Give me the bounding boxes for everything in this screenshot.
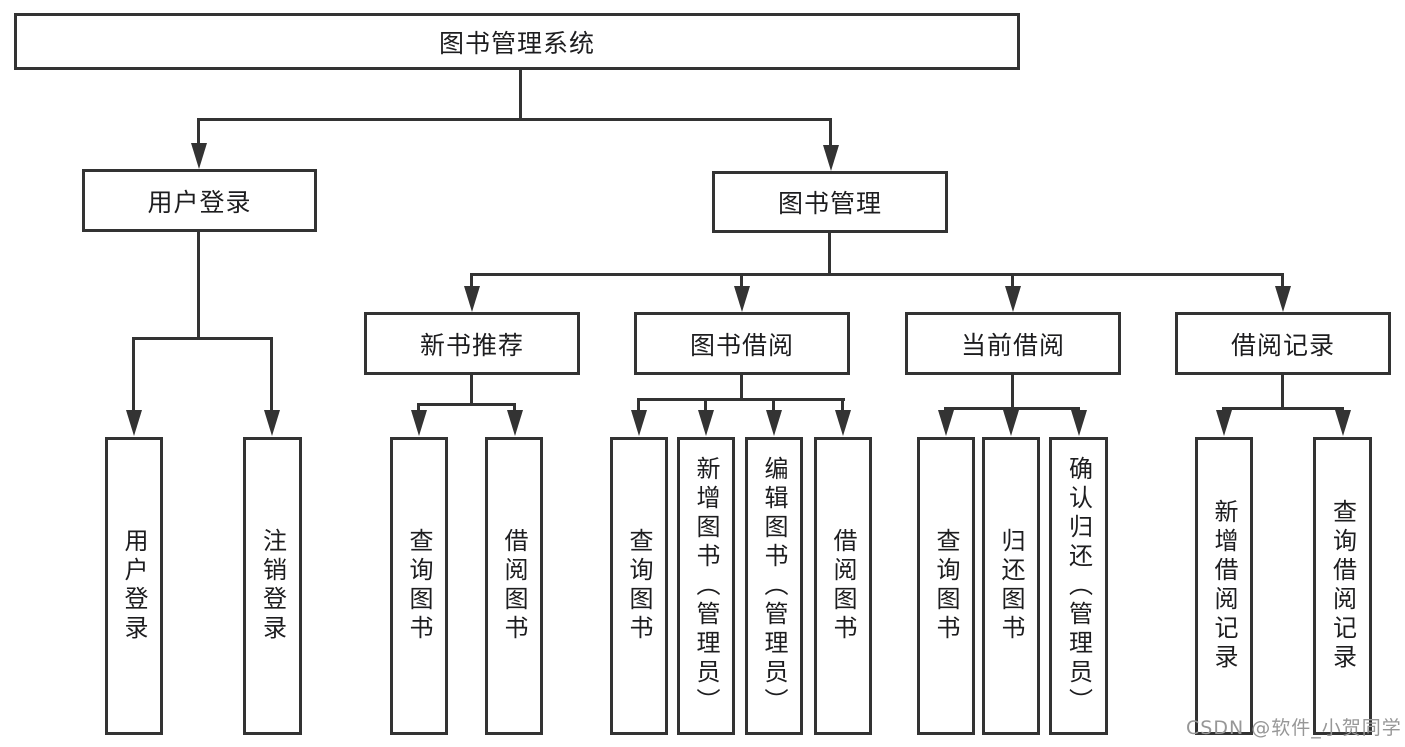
node-add-borrow-record: 新增借阅记录 xyxy=(1195,437,1253,735)
connector-line xyxy=(1011,276,1014,286)
arrow-down-icon xyxy=(1002,410,1019,436)
node-label: 图书管理系统 xyxy=(438,28,595,58)
arrow-down-icon xyxy=(765,410,782,436)
arrow-down-icon xyxy=(1070,410,1087,436)
connector-line xyxy=(197,121,200,145)
connector-line xyxy=(740,375,743,398)
arrow-down-icon xyxy=(1004,286,1021,312)
node-label: 新增借阅记录 xyxy=(1210,499,1238,673)
node-label: 确认归还（管理员） xyxy=(1064,455,1093,717)
connector-line xyxy=(637,401,640,412)
node-query-books-2: 查询图书 xyxy=(610,437,668,735)
connector-line xyxy=(637,398,845,401)
node-user-login-group: 用户登录 xyxy=(82,169,317,232)
node-logout: 注销登录 xyxy=(243,437,302,735)
connector-line xyxy=(944,407,1080,410)
node-label: 借阅图书 xyxy=(500,528,528,644)
node-add-books: 新增图书（管理员） xyxy=(677,437,735,735)
connector-line xyxy=(841,401,844,412)
node-label: 查询图书 xyxy=(625,528,653,644)
connector-line xyxy=(470,375,473,403)
connector-line xyxy=(519,70,522,121)
node-query-borrow-record: 查询借阅记录 xyxy=(1313,437,1372,735)
node-borrow-books-2: 借阅图书 xyxy=(814,437,872,735)
arrow-down-icon xyxy=(125,410,142,436)
node-current-borrow: 当前借阅 xyxy=(905,312,1121,375)
connector-line xyxy=(470,276,473,286)
connector-line xyxy=(132,337,273,340)
arrow-down-icon xyxy=(463,286,480,312)
arrow-down-icon xyxy=(822,145,839,171)
arrow-down-icon xyxy=(697,410,714,436)
arrow-down-icon xyxy=(190,143,207,169)
connector-line xyxy=(1281,375,1284,407)
connector-line xyxy=(1011,375,1014,407)
arrow-down-icon xyxy=(1334,410,1351,436)
arrow-down-icon xyxy=(263,410,280,436)
node-borrow-books-1: 借阅图书 xyxy=(485,437,543,735)
node-book-borrow: 图书借阅 xyxy=(634,312,850,375)
watermark: CSDN @软件_小贺同学 xyxy=(1186,717,1402,739)
connector-line xyxy=(197,118,832,121)
connector-line xyxy=(704,401,707,412)
node-label: 借阅图书 xyxy=(829,528,857,644)
connector-line xyxy=(829,121,832,145)
node-confirm-return: 确认归还（管理员） xyxy=(1049,437,1108,735)
connector-line xyxy=(513,406,516,412)
node-label: 归还图书 xyxy=(997,528,1025,644)
node-label: 借阅记录 xyxy=(1230,330,1335,360)
arrow-down-icon xyxy=(937,410,954,436)
connector-line xyxy=(132,340,135,410)
connector-line xyxy=(1222,407,1344,410)
connector-line xyxy=(740,276,743,286)
node-label: 新书推荐 xyxy=(419,330,524,360)
connector-line xyxy=(1281,276,1284,286)
connector-line xyxy=(772,401,775,412)
node-return-books: 归还图书 xyxy=(982,437,1040,735)
node-user-login: 用户登录 xyxy=(105,437,163,735)
node-new-book-rec: 新书推荐 xyxy=(364,312,580,375)
node-label: 用户登录 xyxy=(120,528,148,644)
connector-line xyxy=(417,406,420,412)
node-edit-books: 编辑图书（管理员） xyxy=(745,437,803,735)
arrow-down-icon xyxy=(630,410,647,436)
node-query-books-1: 查询图书 xyxy=(390,437,448,735)
node-label: 当前借阅 xyxy=(960,330,1065,360)
arrow-down-icon xyxy=(410,410,427,436)
node-label: 图书借阅 xyxy=(689,330,794,360)
node-label: 注销登录 xyxy=(258,528,287,644)
node-book-mgmt: 图书管理 xyxy=(712,171,948,233)
node-label: 新增图书（管理员） xyxy=(692,455,720,717)
arrow-down-icon xyxy=(1274,286,1291,312)
node-label: 查询图书 xyxy=(405,528,433,644)
node-label: 查询图书 xyxy=(932,528,960,644)
arrow-down-icon xyxy=(834,410,851,436)
connector-line xyxy=(197,232,200,337)
node-label: 编辑图书（管理员） xyxy=(760,455,788,717)
node-root: 图书管理系统 xyxy=(14,13,1020,70)
connector-line xyxy=(270,340,273,410)
arrow-down-icon xyxy=(1215,410,1232,436)
arrow-down-icon xyxy=(733,286,750,312)
node-label: 图书管理 xyxy=(777,189,882,218)
node-query-books-3: 查询图书 xyxy=(917,437,975,735)
connector-line xyxy=(470,273,1284,276)
node-borrow-records: 借阅记录 xyxy=(1175,312,1391,375)
arrow-down-icon xyxy=(506,410,523,436)
connector-line xyxy=(417,403,516,406)
node-label: 查询借阅记录 xyxy=(1328,499,1357,673)
connector-line xyxy=(828,233,831,273)
node-label: 用户登录 xyxy=(147,187,252,217)
